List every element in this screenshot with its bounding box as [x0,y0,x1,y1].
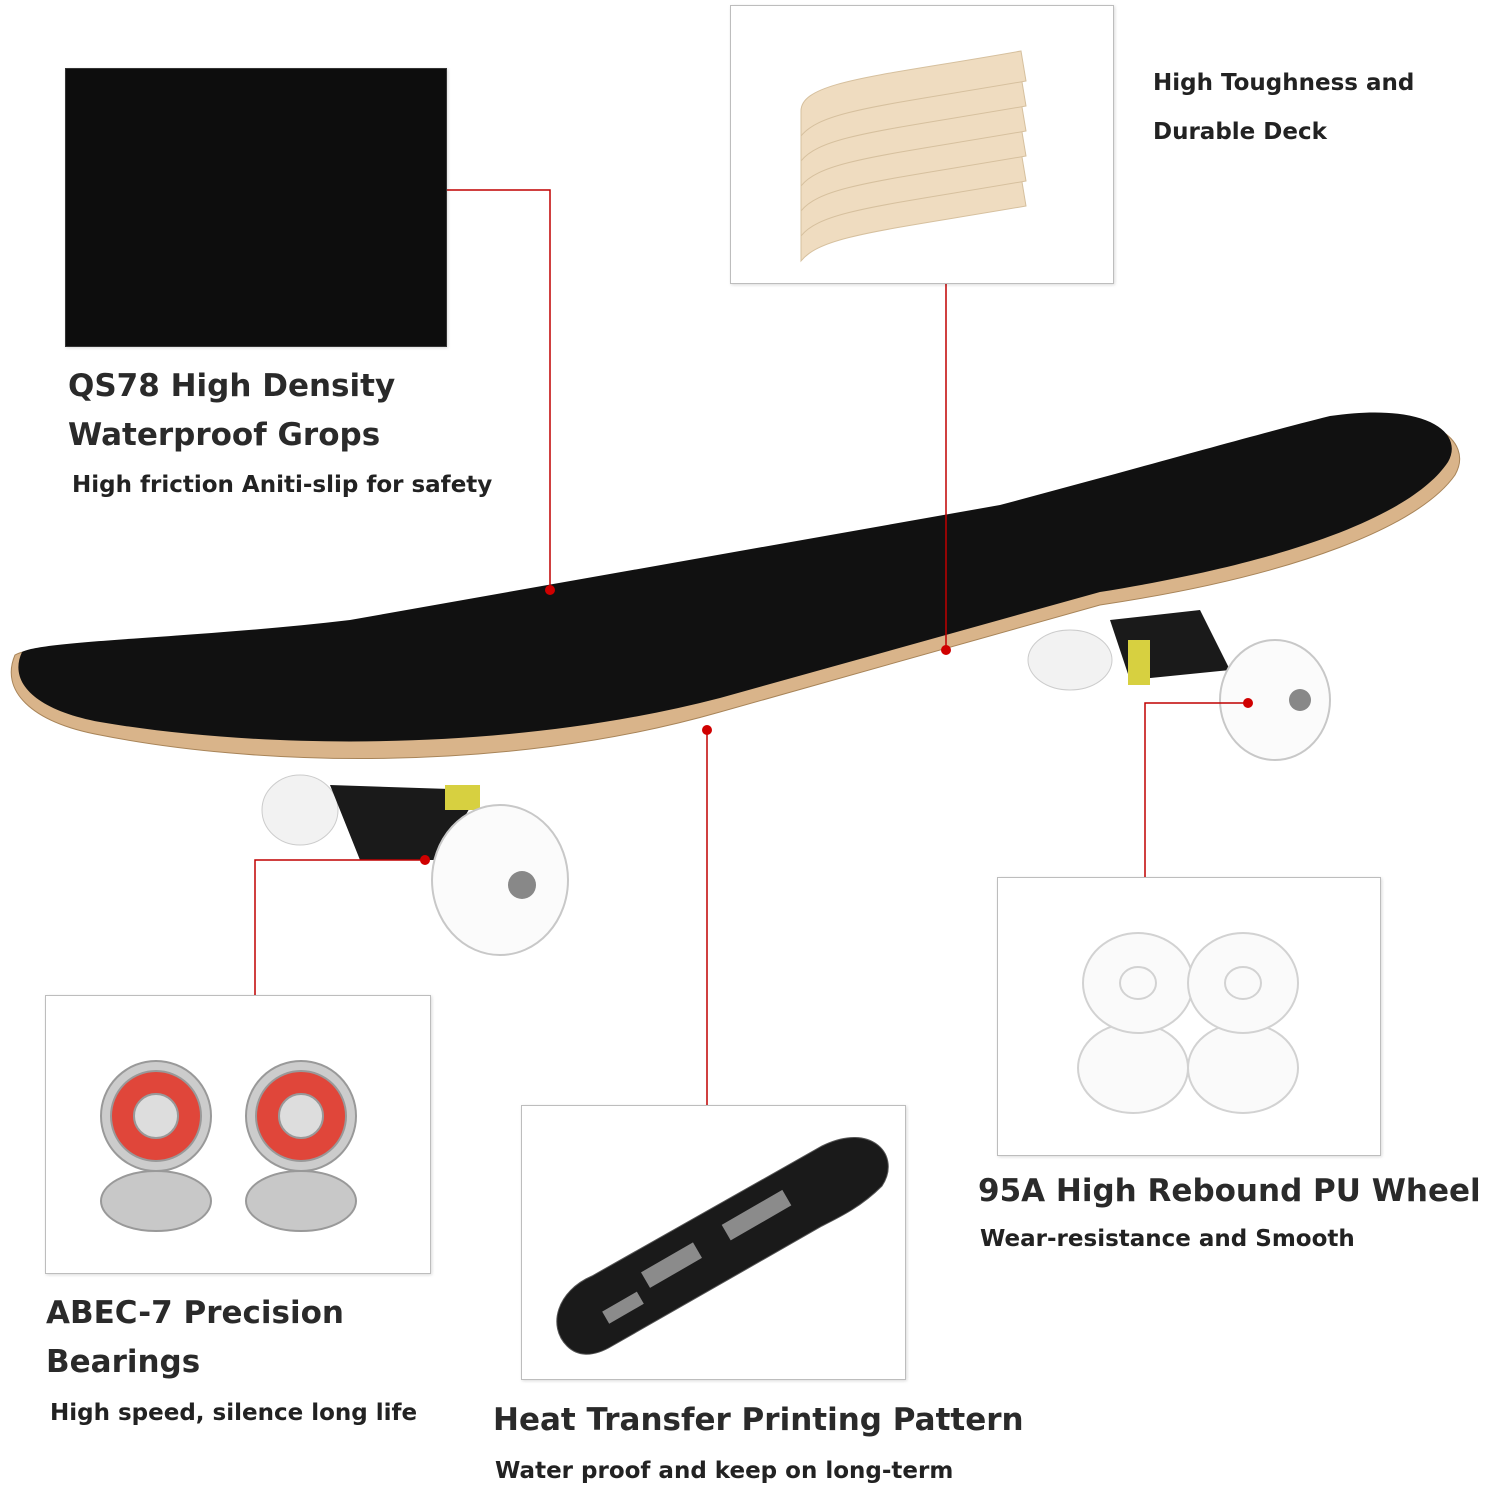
wood-layers-icon [800,50,1027,263]
deck [10,412,1461,760]
deck-title-2: Durable Deck [1153,119,1327,145]
grip-title-2: Waterproof Grops [68,417,381,453]
bearing-icon [100,1060,357,1232]
deck-layers-image [730,5,1114,284]
printing-title: Heat Transfer Printing Pattern [493,1402,1024,1438]
wheels-title: 95A High Rebound PU Wheel [978,1173,1481,1209]
wheels-image [997,877,1381,1156]
connector-lines [254,189,1248,1105]
grip-title-1: QS78 High Density [68,368,396,404]
bearings-title-1: ABEC-7 Precision [46,1295,344,1331]
connector-dots [420,585,1253,865]
grip-tape-image [65,68,447,347]
printing-subtitle: Water proof and keep on long-term [495,1458,954,1484]
front-wheels [431,639,1331,956]
wheel-icon [1077,932,1299,1114]
wheels-subtitle: Wear-resistance and Smooth [980,1226,1355,1252]
deck-title-1: High Toughness and [1153,70,1415,96]
bearings-subtitle: High speed, silence long life [50,1400,418,1426]
bearings-image [45,995,431,1274]
printed-board-icon [556,1136,889,1355]
printing-pattern-image [521,1105,906,1380]
bearings-title-2: Bearings [46,1344,201,1380]
back-wheels [261,629,1113,846]
grip-subtitle: High friction Aniti-slip for safety [72,472,493,498]
